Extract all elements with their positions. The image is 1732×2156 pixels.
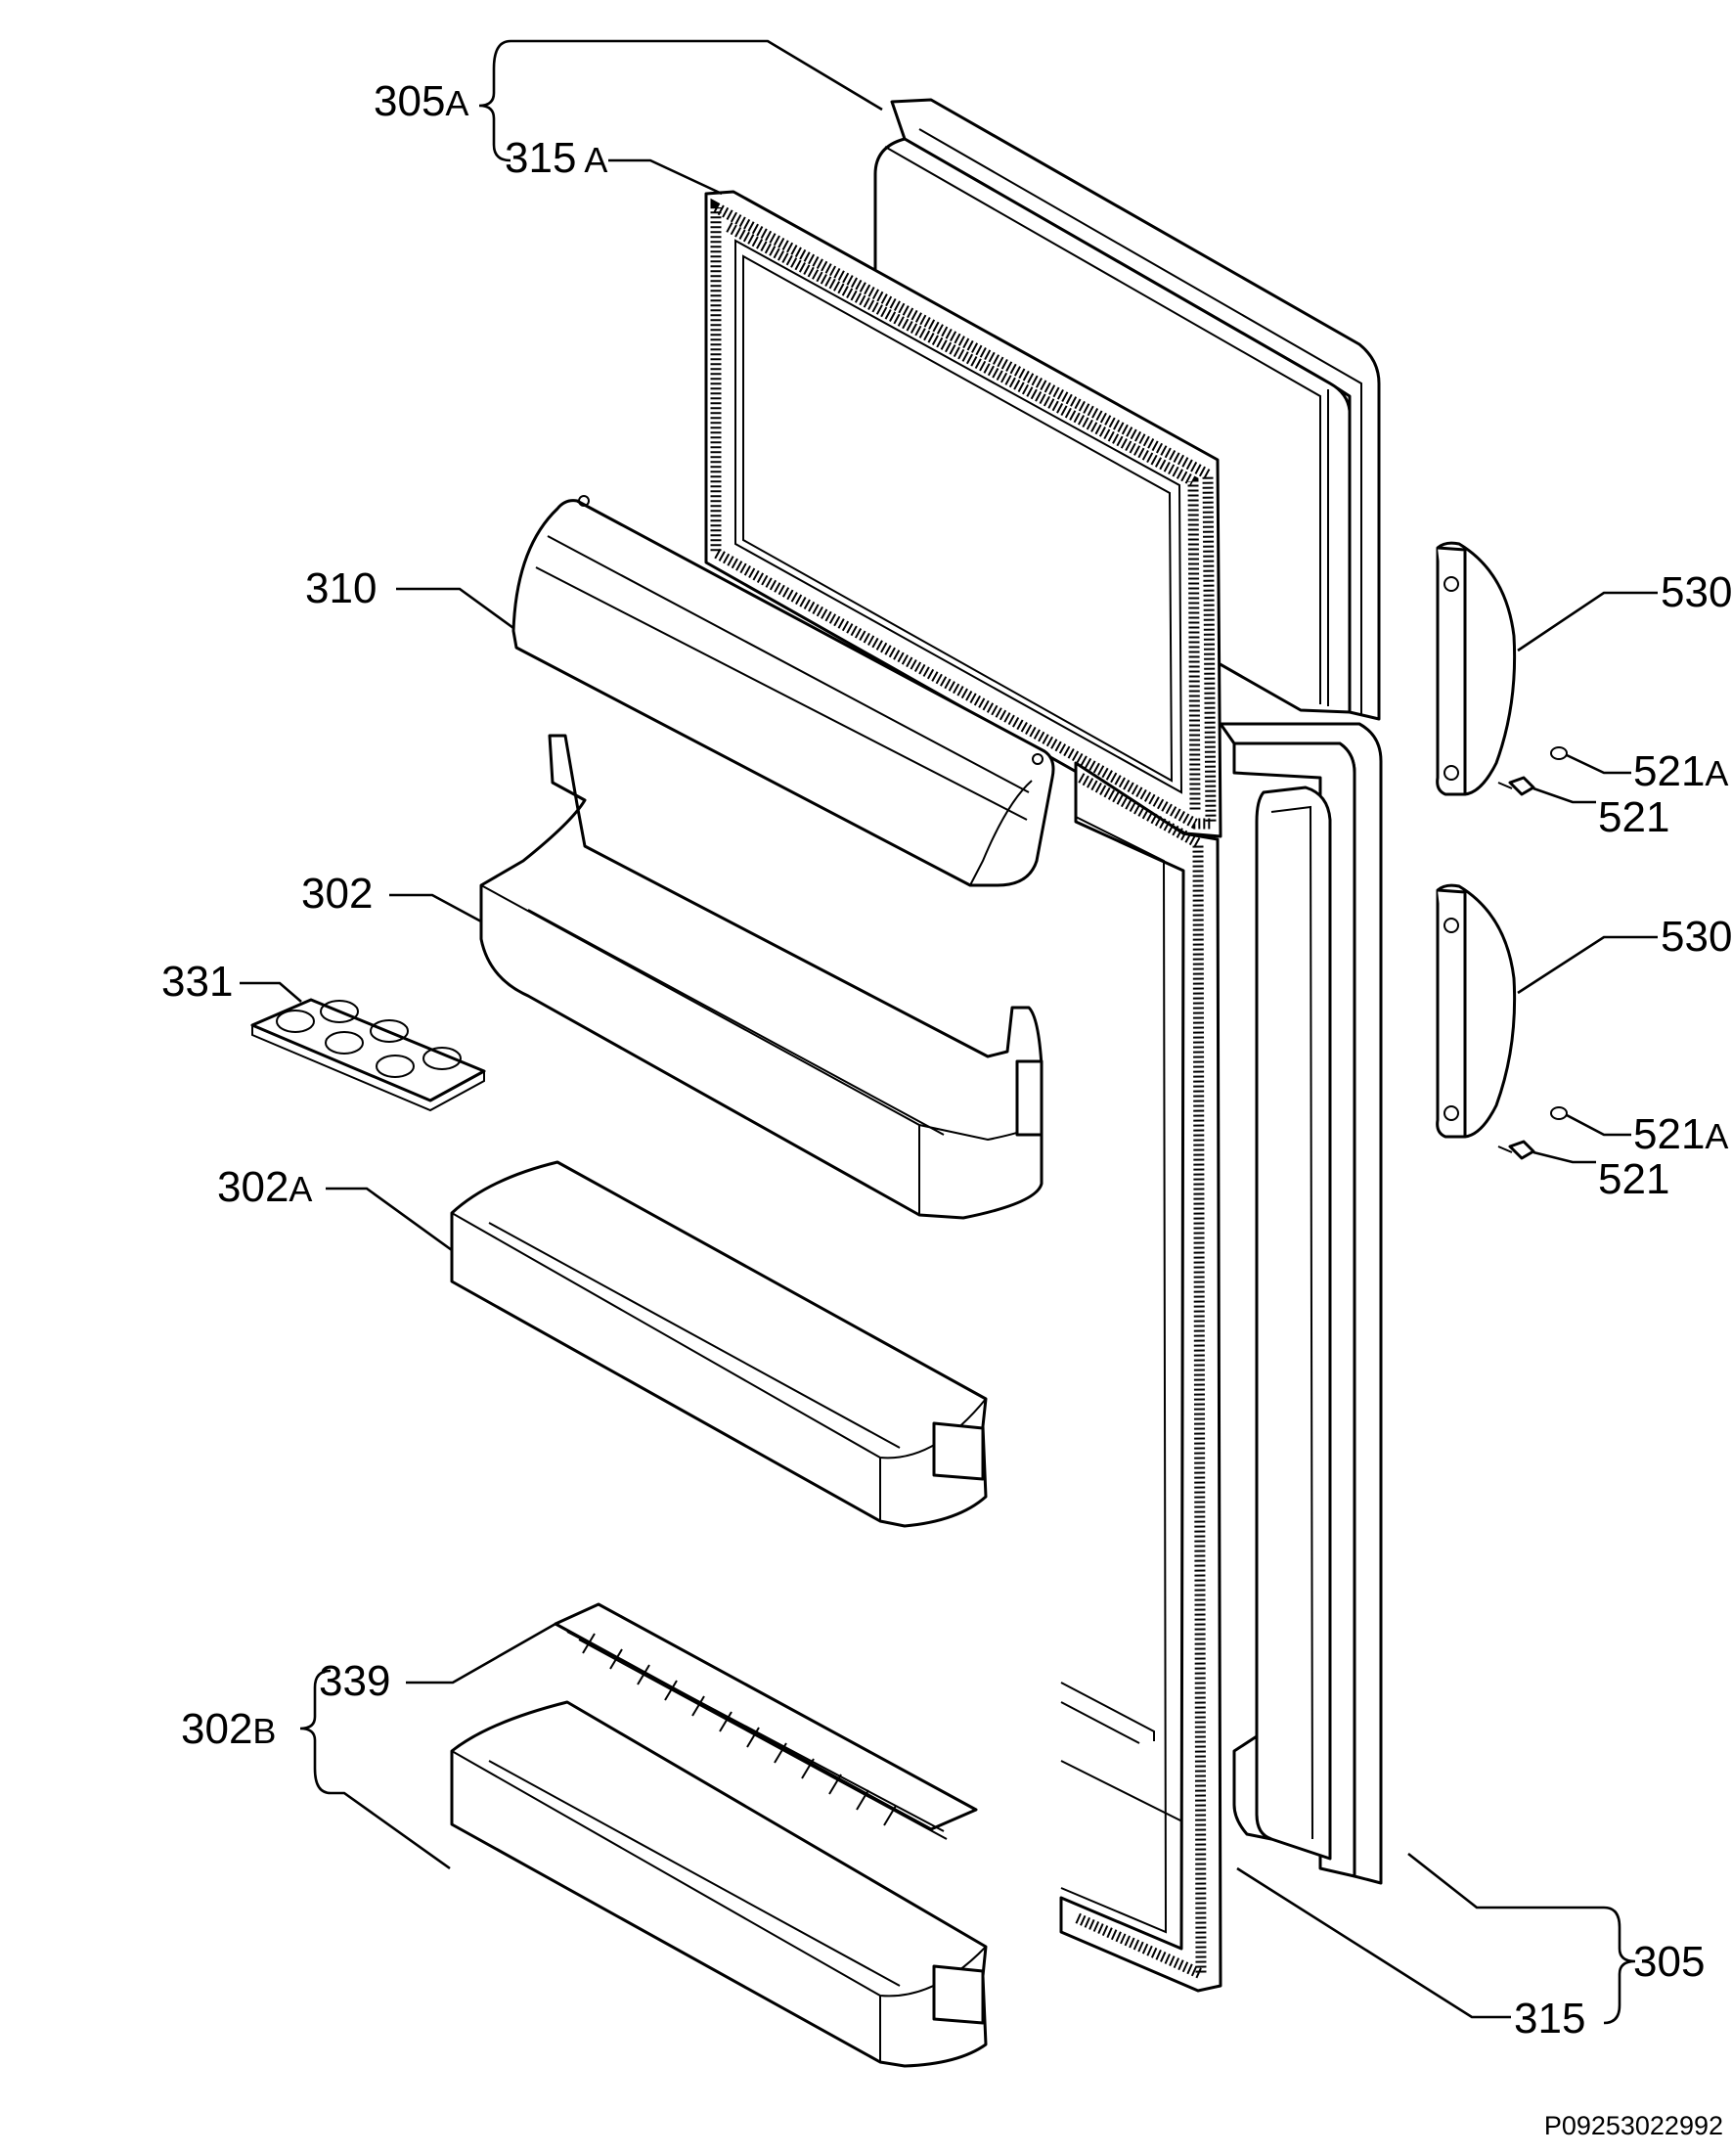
label-302: 302: [301, 870, 373, 918]
lower-door: [1060, 722, 1383, 1885]
label-530-top: 530: [1661, 568, 1732, 616]
bottle-separator-comb: [554, 1602, 978, 1840]
label-315: 315: [1514, 1995, 1585, 2043]
label-521-bottom: 521: [1598, 1155, 1669, 1203]
label-310: 310: [305, 564, 377, 612]
handle-bottom: [1436, 883, 1517, 1139]
label-305: 305: [1633, 1938, 1705, 1986]
label-521-top: 521: [1598, 793, 1669, 841]
label-305a: 305A: [374, 77, 468, 125]
leader-lines: [240, 39, 1658, 2025]
small-parts: [1497, 746, 1568, 1160]
label-339: 339: [319, 1657, 390, 1705]
document-code: P09253022992: [1544, 2111, 1723, 2140]
upper-gasket: [704, 190, 1222, 838]
label-302b: 302B: [181, 1705, 276, 1753]
bottle-shelf: [450, 1700, 988, 2068]
label-331: 331: [161, 958, 233, 1006]
egg-tray: [250, 998, 486, 1112]
lower-gasket: [1059, 761, 1222, 1993]
door-shelf-302a: [450, 1160, 988, 1528]
label-521a-bottom: 521A: [1633, 1110, 1728, 1158]
label-302a: 302A: [217, 1163, 312, 1211]
label-530-bottom: 530: [1661, 913, 1732, 961]
butter-compartment-lid: [511, 495, 1055, 887]
door-shelf-302: [479, 734, 1044, 1220]
separator-teeth: [582, 1633, 897, 1826]
label-521a-top: 521A: [1633, 747, 1728, 795]
handle-top: [1436, 541, 1517, 796]
